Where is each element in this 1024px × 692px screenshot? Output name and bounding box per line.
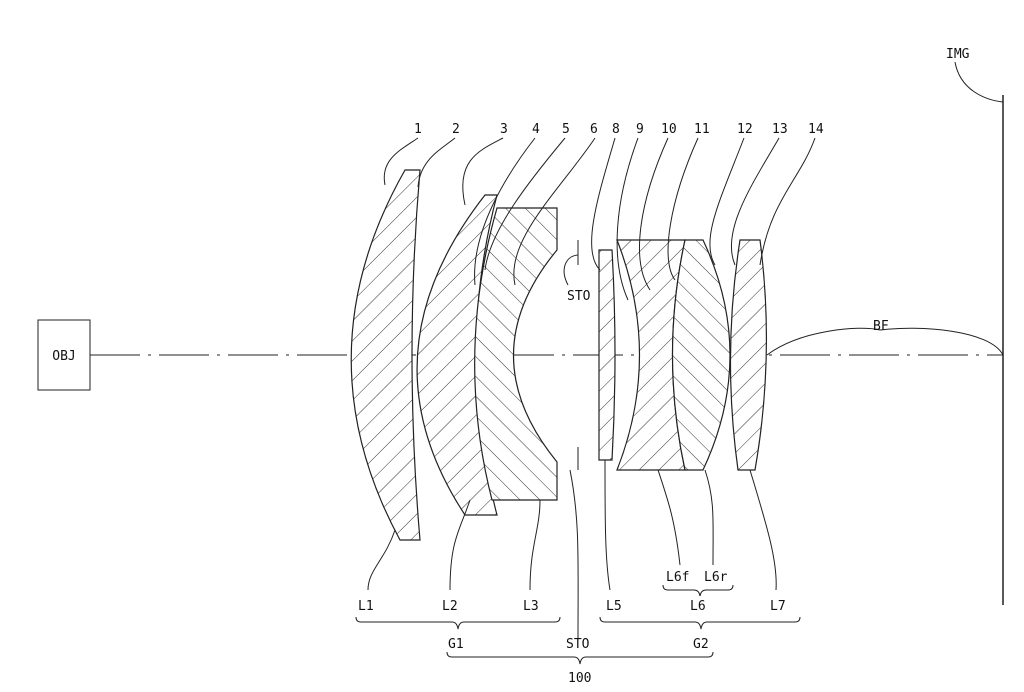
braces	[355, 584, 801, 665]
back-focus-label: BF	[873, 319, 889, 334]
lens-l6r	[671, 239, 731, 471]
surface-label: 11	[694, 122, 710, 137]
group-label-stop: STO	[566, 637, 590, 652]
image-label: IMG	[946, 47, 970, 62]
lens-label-l3: L3	[523, 599, 539, 614]
surface-label: 8	[612, 122, 620, 137]
lens-label-l6r: L6r	[704, 570, 728, 585]
lens-l1	[350, 169, 421, 541]
group-label-g2: G2	[693, 637, 709, 652]
lens-l5	[598, 249, 616, 461]
object-label: OBJ	[52, 349, 75, 364]
surface-label: 9	[636, 122, 644, 137]
surface-label: 6	[590, 122, 598, 137]
surface-label: 10	[661, 122, 677, 137]
object-box: OBJ	[37, 319, 91, 391]
lens-l3	[474, 207, 558, 501]
surface-leaders: 1 2 3 4 5 6 8 9 10 11 12 13 14	[383, 122, 824, 301]
stop-label: STO	[567, 289, 591, 304]
lens-l7	[729, 239, 768, 471]
lens-leaders	[367, 459, 777, 641]
surface-label: 5	[562, 122, 570, 137]
surface-label: 1	[414, 122, 422, 137]
surface-label: 13	[772, 122, 788, 137]
surface-label: 4	[532, 122, 540, 137]
surface-label: 14	[808, 122, 824, 137]
lens-label-l5: L5	[606, 599, 622, 614]
lens-label-l7: L7	[770, 599, 786, 614]
surface-label: 2	[452, 122, 460, 137]
system-label: 100	[568, 671, 591, 686]
lens-label-l6: L6	[690, 599, 706, 614]
lens-label-l2: L2	[442, 599, 458, 614]
surface-label: 12	[737, 122, 753, 137]
back-focus-bracket	[766, 327, 1004, 356]
lens-label-l1: L1	[358, 599, 374, 614]
surface-label: 3	[500, 122, 508, 137]
lens-label-l6f: L6f	[666, 570, 689, 585]
aperture-stop: STO	[563, 240, 591, 470]
group-label-g1: G1	[448, 637, 464, 652]
